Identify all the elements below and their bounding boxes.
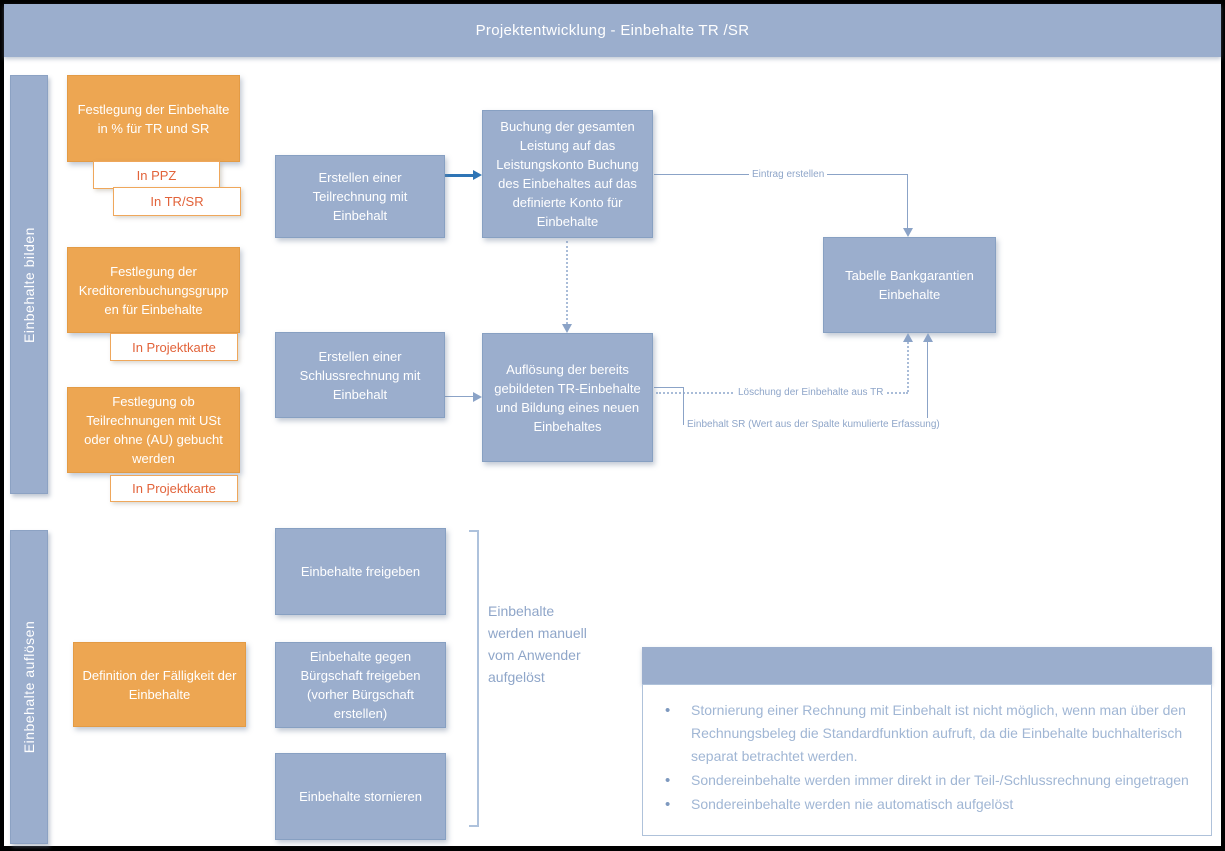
tag-label: In Projektkarte xyxy=(132,339,216,355)
arrow-up-icon xyxy=(903,333,913,342)
edge-label-loeschung: Löschung der Einbehalte aus TR xyxy=(735,386,887,399)
bracket-icon xyxy=(477,530,479,827)
connector-eintrag-v xyxy=(907,174,908,228)
bracket-tick-bottom xyxy=(469,825,479,827)
tag-label: In TR/SR xyxy=(150,194,204,209)
box-tabelle-bankgarantien: Tabelle Bankgarantien Einbehalte xyxy=(823,237,996,333)
tag-in-projektkarte-1: In Projektkarte xyxy=(110,333,238,361)
notes-list: Stornierung einer Rechnung mit Einbehalt… xyxy=(643,685,1211,816)
lane-label-bilden: Einbehalte bilden xyxy=(21,226,37,343)
box-einbehalte-freigeben: Einbehalte freigeben xyxy=(275,528,446,615)
tag-label: In Projektkarte xyxy=(132,481,216,496)
step-festlegung-einbehalte-prozent: Festlegung der Einbehalte in % für TR un… xyxy=(67,75,240,162)
box-einbehalte-stornieren: Einbehalte stornieren xyxy=(275,753,446,840)
tag-in-tr-sr: In TR/SR xyxy=(113,187,241,216)
lane-label-aufloesen: Einbehalte auflösen xyxy=(21,620,37,754)
step-label: Festlegung ob Teilrechnungen mit USt ode… xyxy=(84,394,223,466)
box-einbehalte-gegen-buergschaft: Einbehalte gegen Bürgschaft freigeben (v… xyxy=(275,642,446,728)
note-bullet: Stornierung einer Rechnung mit Einbehalt… xyxy=(665,699,1191,768)
tag-label: In PPZ xyxy=(136,167,177,183)
box-label: Buchung der gesamten Leistung auf das Le… xyxy=(496,119,639,229)
box-label: Einbehalte freigeben xyxy=(300,564,421,579)
box-erstellen-teilrechnung: Erstellen einer Teilrechnung mit Einbeha… xyxy=(275,155,445,238)
notes-box: Stornierung einer Rechnung mit Einbehalt… xyxy=(642,684,1212,836)
arrow-down-icon xyxy=(562,324,572,333)
arrow-down-icon xyxy=(903,228,913,237)
title-bar: Projektentwicklung - Einbehalte TR /SR xyxy=(4,4,1221,57)
connector-schlussrechnung-aufloesung xyxy=(445,396,474,397)
box-definition-faelligkeit: Definition der Fälligkeit der Einbehalte xyxy=(73,642,246,727)
box-label: Einbehalte stornieren xyxy=(299,789,422,804)
tag-in-projektkarte-2: In Projektkarte xyxy=(110,475,238,502)
box-label: Erstellen einer Teilrechnung mit Einbeha… xyxy=(312,170,408,223)
edge-label-eintrag-erstellen: Eintrag erstellen xyxy=(749,168,828,181)
connector-teilrechnung-buchung xyxy=(445,174,474,177)
page-title: Projektentwicklung - Einbehalte TR /SR xyxy=(475,22,750,39)
box-aufloesung-tr-einbehalte: Auflösung der bereits gebildeten TR-Einb… xyxy=(482,333,653,462)
lane-einbehalte-bilden: Einbehalte bilden xyxy=(10,75,48,494)
box-label: Auflösung der bereits gebildeten TR-Einb… xyxy=(494,361,641,434)
arrow-right-icon xyxy=(473,170,482,180)
box-label: Tabelle Bankgarantien Einbehalte xyxy=(845,268,974,302)
note-bullet: Sondereinbehalte werden nie automatisch … xyxy=(665,793,1191,816)
note-bullet: Sondereinbehalte werden immer direkt in … xyxy=(665,769,1191,792)
box-label: Definition der Fälligkeit der Einbehalte xyxy=(82,667,237,702)
connector-buchung-aufloesung-dotted xyxy=(566,241,568,324)
box-label: Einbehalte gegen Bürgschaft freigeben (v… xyxy=(300,649,421,721)
box-buchung-leistung: Buchung der gesamten Leistung auf das Le… xyxy=(482,110,653,238)
connector-loeschung-v xyxy=(907,342,909,392)
step-label: Festlegung der Kreditorenbuchungsgruppen… xyxy=(78,263,229,317)
box-label: Erstellen einer Schlussrechnung mit Einb… xyxy=(299,348,421,402)
connector-einbehalt-sr-v2 xyxy=(927,342,928,424)
lane-einbehalte-aufloesen: Einbehalte auflösen xyxy=(10,530,48,844)
note-text: Sondereinbehalte werden nie automatisch … xyxy=(691,796,1014,812)
arrow-up-icon xyxy=(923,333,933,342)
step-festlegung-kreditorenbuchungsgruppen: Festlegung der Kreditorenbuchungsgruppen… xyxy=(67,247,240,333)
arrow-right-icon xyxy=(473,392,482,402)
bracket-tick-top xyxy=(469,530,479,532)
note-text: Stornierung einer Rechnung mit Einbehalt… xyxy=(691,702,1186,764)
step-festlegung-teilrechnungen-ust: Festlegung ob Teilrechnungen mit USt ode… xyxy=(67,387,240,473)
manual-release-note: Einbehalte werden manuell vom Anwender a… xyxy=(488,603,587,685)
tag-in-ppz: In PPZ xyxy=(93,161,220,189)
note-text: Sondereinbehalte werden immer direkt in … xyxy=(691,772,1189,788)
notes-header-bar xyxy=(642,647,1212,684)
box-erstellen-schlussrechnung: Erstellen einer Schlussrechnung mit Einb… xyxy=(275,332,445,418)
connector-einbehalt-sr-h1 xyxy=(654,387,684,388)
edge-label-einbehalt-sr: Einbehalt SR (Wert aus der Spalte kumuli… xyxy=(684,418,943,431)
connector-einbehalt-sr-v1 xyxy=(683,387,684,425)
step-label: Festlegung der Einbehalte in % für TR un… xyxy=(77,101,230,136)
